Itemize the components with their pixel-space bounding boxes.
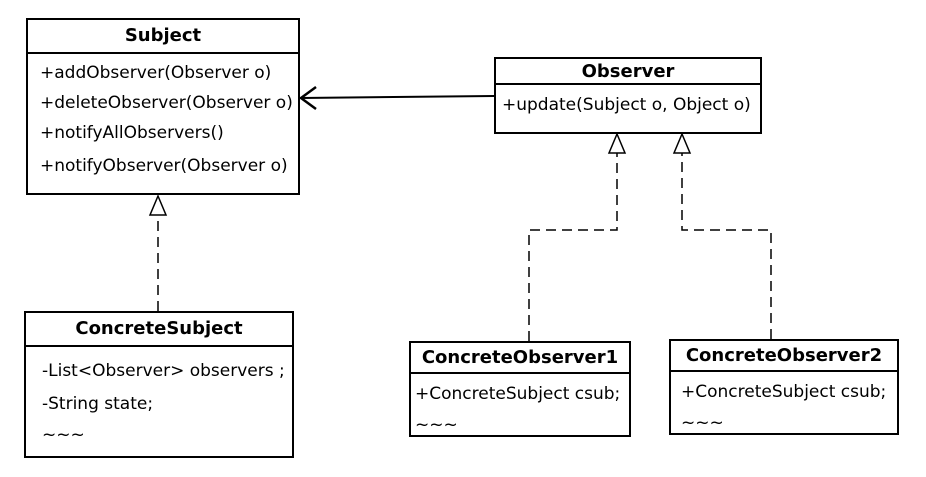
- class-concrete-observer1: ConcreteObserver1 +ConcreteSubject csub;…: [409, 341, 631, 437]
- class-observer: Observer +update(Subject o, Object o): [494, 57, 762, 134]
- association-arrowhead: [298, 85, 317, 111]
- class-subject-name: Subject: [28, 20, 298, 54]
- class-observer-member: +update(Subject o, Object o): [502, 95, 751, 115]
- class-concrete-subject-member: -List<Observer> observers ;: [42, 361, 285, 381]
- class-observer-name: Observer: [496, 59, 760, 85]
- realization-line-concrete-observer1: [528, 153, 618, 341]
- class-concrete-observer1-member: ~~~: [415, 415, 458, 435]
- class-concrete-subject-name: ConcreteSubject: [26, 313, 292, 347]
- class-concrete-observer2-member: +ConcreteSubject csub;: [681, 382, 887, 402]
- class-concrete-subject: ConcreteSubject -List<Observer> observer…: [24, 311, 294, 458]
- realization-arrowhead-observer-1: [607, 132, 627, 154]
- class-subject-member: +deleteObserver(Observer o): [40, 93, 293, 113]
- realization-arrowhead-subject: [148, 194, 168, 216]
- class-subject-member: +notifyAllObservers(): [40, 123, 224, 143]
- class-subject: Subject +addObserver(Observer o) +delete…: [26, 18, 300, 195]
- association-line: [300, 95, 495, 99]
- class-concrete-observer2-name: ConcreteObserver2: [671, 341, 897, 372]
- class-concrete-observer2: ConcreteObserver2 +ConcreteSubject csub;…: [669, 339, 899, 435]
- class-concrete-subject-member: ~~~: [42, 425, 85, 445]
- class-concrete-subject-member: -String state;: [42, 394, 154, 414]
- class-concrete-observer1-name: ConcreteObserver1: [411, 343, 629, 374]
- class-concrete-observer1-member: +ConcreteSubject csub;: [415, 384, 621, 404]
- class-subject-member: +addObserver(Observer o): [40, 63, 272, 83]
- realization-arrowhead-observer-2: [672, 132, 692, 154]
- class-subject-member: +notifyObserver(Observer o): [40, 156, 288, 176]
- class-concrete-observer2-member: ~~~: [681, 413, 724, 433]
- realization-line-concrete-observer2: [681, 153, 772, 339]
